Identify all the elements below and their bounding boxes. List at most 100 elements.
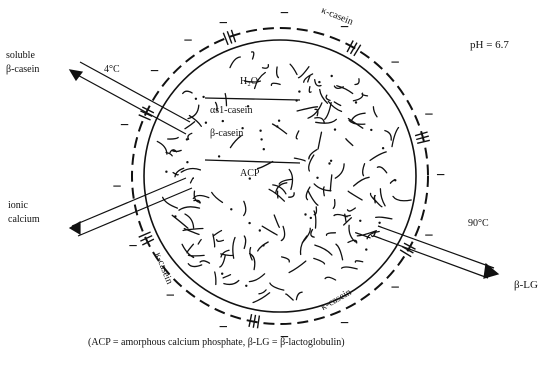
protein-strand (349, 225, 355, 242)
calcium-phosphate-dot (316, 177, 318, 179)
protein-strand (346, 139, 353, 146)
protein-strand (308, 191, 318, 205)
protein-strand (252, 52, 254, 59)
protein-strand (175, 168, 184, 176)
negative-charge-mark: − (424, 228, 433, 245)
calcium-phosphate-dot (248, 222, 250, 224)
negative-charge-mark: − (280, 5, 289, 22)
protein-strand (188, 105, 199, 118)
protein-strand (336, 244, 343, 260)
water-label: H₂O (240, 76, 258, 87)
protein-strand (353, 96, 362, 101)
protein-strand (355, 79, 359, 85)
calcium-phosphate-dot (298, 90, 300, 92)
protein-strand (271, 83, 280, 85)
protein-strand (377, 167, 386, 173)
protein-strand (200, 261, 209, 263)
negative-charge-mark: − (219, 319, 228, 336)
protein-strand (333, 200, 335, 209)
calcium-phosphate-dot (310, 217, 312, 219)
protein-strand (314, 258, 325, 264)
kappa-casein-top-label: κ-casein (320, 5, 355, 28)
negative-charge-mark: − (120, 117, 129, 134)
calcium-phosphate-dot (260, 138, 262, 140)
protein-strand (326, 95, 330, 100)
calcium-phosphate-dot (174, 215, 176, 217)
calcium-phosphate-dot (331, 75, 333, 77)
acp-label: ACP (240, 168, 260, 179)
protein-strand (217, 240, 224, 242)
negative-surface-charges: −−−−−−−−−−−−−−−−− (112, 5, 445, 346)
calcium-phosphate-dot (359, 220, 361, 222)
caption: (ACP = amorphous calcium phosphate, β-LG… (88, 337, 345, 348)
protein-strand (316, 119, 337, 123)
protein-strand (324, 187, 325, 196)
negative-charge-mark: − (112, 178, 121, 195)
protein-strand (185, 122, 195, 129)
calcium-phosphate-dot (382, 147, 384, 149)
protein-strand (181, 168, 200, 172)
protein-strand (282, 257, 290, 262)
protein-strand (212, 192, 223, 202)
calcium-phosphate-dot (205, 122, 207, 124)
protein-strand (315, 245, 332, 255)
calcium-phosphate-dot (334, 128, 336, 130)
protein-strand (188, 133, 192, 139)
protein-strand (348, 119, 362, 129)
ionic-label-line2: calcium (8, 214, 40, 225)
ionic-label-line1: ionic (8, 200, 29, 211)
protein-strand (230, 57, 240, 68)
upper-layer-divider (205, 98, 300, 100)
protein-strand (385, 131, 391, 141)
protein-strand (188, 264, 201, 267)
protein-strand (168, 138, 179, 140)
calcium-phosphate-dot (259, 130, 261, 132)
kappa-casein-hairy-layer (132, 28, 428, 324)
protein-strand (244, 236, 245, 248)
soluble-label-line1: soluble (6, 50, 35, 61)
micelle-core-boundary (144, 40, 416, 312)
protein-strand (185, 214, 194, 228)
protein-strand (311, 230, 314, 238)
protein-strand (309, 87, 311, 93)
protein-strand (290, 64, 297, 74)
protein-strand (345, 214, 346, 221)
protein-strand (348, 208, 356, 211)
negative-charge-mark: − (128, 238, 137, 255)
ph-label: pH = 6.7 (470, 39, 509, 51)
calcium-phosphate-dot (276, 125, 278, 127)
alpha-s1-casein-label: αs1-casein (210, 105, 252, 116)
soluble-label-line2: β-casein (6, 64, 39, 75)
negative-charge-mark: − (150, 63, 159, 80)
calcium-phosphate-dot (370, 129, 372, 131)
protein-strand (233, 238, 235, 259)
calcium-phosphate-dot (165, 171, 167, 173)
calcium-phosphate-dot (394, 179, 396, 181)
protein-strand (393, 196, 411, 200)
calcium-phosphate-dot (330, 160, 332, 162)
negative-charge-mark: − (424, 106, 433, 123)
kappa-casein-bottom-label: κ-casein (319, 287, 353, 313)
protein-strand (348, 191, 362, 200)
protein-strand (183, 91, 192, 93)
negative-charge-mark: − (436, 167, 445, 184)
calcium-phosphate-dot (195, 98, 197, 100)
hair-tick (227, 31, 232, 43)
calcium-phosphate-dot (328, 162, 330, 164)
blg-label: β-LG (514, 279, 538, 291)
protein-strand (281, 226, 284, 240)
protein-strand (213, 234, 215, 247)
protein-strand (187, 244, 193, 253)
protein-strand (215, 272, 216, 285)
protein-strand (296, 292, 302, 300)
kappa-casein-left-label: κ-casein (152, 251, 175, 286)
protein-strand (337, 86, 353, 94)
protein-strand (314, 184, 331, 191)
calcium-phosphate-dot (202, 96, 204, 98)
protein-strand (289, 261, 306, 273)
protein-strand (330, 175, 332, 191)
hair-tick (258, 316, 260, 329)
protein-strand (277, 67, 279, 78)
protein-strand (249, 274, 264, 282)
